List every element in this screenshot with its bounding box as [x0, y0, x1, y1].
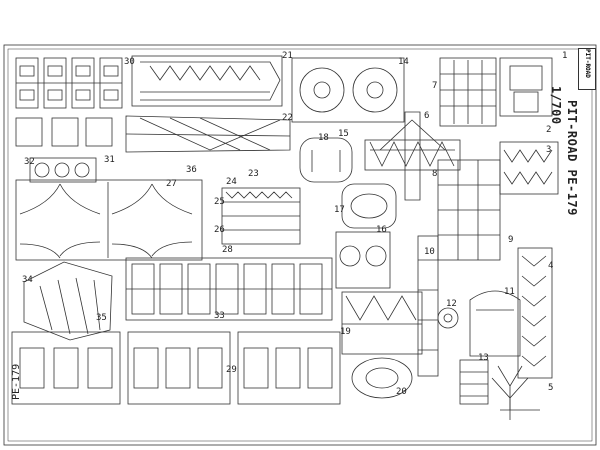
mast-part-19 — [341, 291, 423, 355]
part-number-7: 7 — [432, 81, 438, 91]
screen-part-18 — [299, 137, 353, 183]
part-number-34: 34 — [22, 275, 33, 285]
part-number-16: 16 — [376, 225, 387, 235]
corner-code-label: PE-179 — [11, 363, 22, 400]
part-number-2: 2 — [546, 125, 552, 135]
part-number-15: 15 — [338, 129, 349, 139]
part-number-27: 27 — [166, 179, 177, 189]
radar-parts-14-15 — [291, 57, 405, 123]
part-number-23: 23 — [248, 169, 259, 179]
ladder-parts-7 — [439, 57, 497, 127]
part-number-17: 17 — [334, 205, 345, 215]
frame-part-11 — [469, 290, 521, 357]
bracket-part-12 — [437, 307, 459, 329]
ladder-parts-25-26 — [221, 187, 301, 245]
part-number-36: 36 — [186, 165, 197, 175]
gun-tub-group-top-left — [15, 57, 123, 109]
part-number-19: 19 — [340, 327, 351, 337]
scale-label: 1/700 — [549, 86, 563, 125]
clip-parts-32-31 — [15, 117, 113, 183]
part-number-10: 10 — [424, 247, 435, 257]
rail-part-21 — [131, 55, 283, 107]
gun-mount-row-29 — [125, 257, 333, 321]
part-number-35: 35 — [96, 313, 107, 323]
radar-part-16 — [335, 231, 391, 289]
part-number-12: 12 — [446, 299, 457, 309]
mast-part-4 — [517, 247, 553, 379]
part-number-20: 20 — [396, 387, 407, 397]
part-number-29: 29 — [226, 365, 237, 375]
ventilator-part-27 — [15, 179, 203, 261]
part-number-24: 24 — [226, 177, 237, 187]
part-number-3: 3 — [546, 145, 552, 155]
part-number-14: 14 — [398, 57, 409, 67]
part-number-28: 28 — [222, 245, 233, 255]
part-number-6: 6 — [424, 111, 430, 121]
ladder-part-13 — [459, 359, 489, 405]
part-number-13: 13 — [478, 353, 489, 363]
part-number-25: 25 — [214, 197, 225, 207]
radar-part-17 — [341, 183, 397, 229]
base-part-20 — [351, 357, 413, 399]
part-number-33: 33 — [214, 311, 225, 321]
mast-part-10 — [417, 235, 439, 377]
part-number-22: 22 — [282, 113, 293, 123]
mast-part-6 — [364, 111, 461, 201]
part-number-26: 26 — [214, 225, 225, 235]
part-number-1: 1 — [562, 51, 568, 61]
gun-tub-row-28 — [11, 331, 341, 405]
fret-frame-inner — [7, 48, 593, 442]
part-number-9: 9 — [508, 235, 514, 245]
part-number-32: 32 — [24, 157, 35, 167]
part-number-8: 8 — [432, 169, 438, 179]
truss-part-22 — [125, 115, 291, 153]
crane-part-1 — [499, 57, 553, 117]
vent-part-34-35 — [23, 261, 113, 341]
railing-part-3 — [499, 141, 559, 195]
ladder-parts-8 — [437, 159, 501, 261]
part-number-18: 18 — [318, 133, 329, 143]
fret-frame — [3, 44, 597, 446]
part-number-31: 31 — [104, 155, 115, 165]
y-fitting-part-6b — [491, 377, 529, 420]
part-number-4: 4 — [548, 261, 554, 271]
brand-logo: PIT-ROAD — [578, 48, 596, 90]
part-number-11: 11 — [504, 287, 515, 297]
part-number-21: 21 — [282, 51, 293, 61]
part-number-5: 5 — [548, 383, 554, 393]
part-number-30: 30 — [124, 57, 135, 67]
product-code-label: PIT-ROAD PE-179 — [565, 100, 579, 216]
